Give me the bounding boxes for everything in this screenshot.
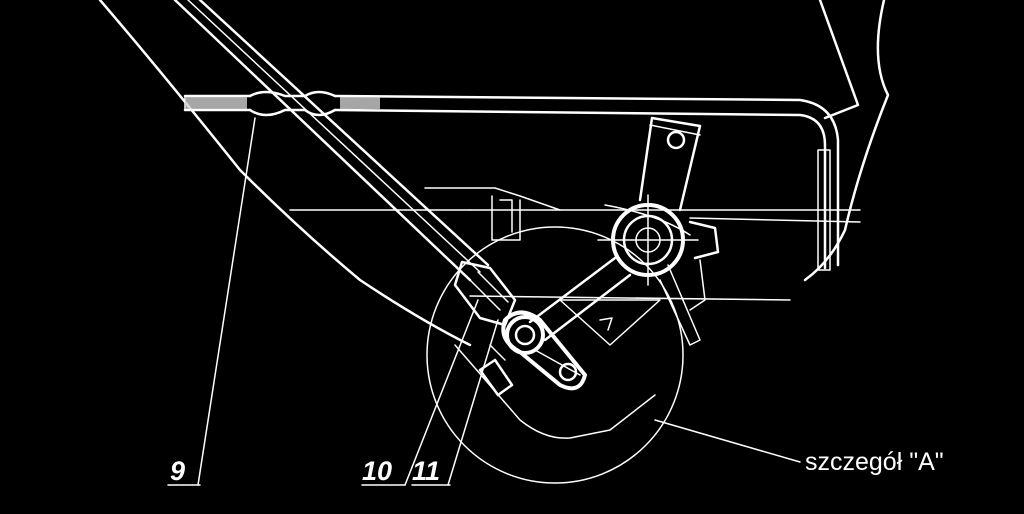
callout-11: 11 (412, 456, 440, 486)
leader-lines (167, 117, 499, 486)
pivot-hub (597, 194, 720, 346)
adjusting-nut (453, 260, 517, 327)
lower-bolt (478, 344, 514, 397)
frame-plate (183, 90, 861, 301)
diagonal-rod (173, 0, 490, 282)
leader-10 (404, 299, 479, 486)
detail-circle-a (426, 226, 801, 484)
detail-a-label: szczegół "A" (805, 448, 944, 476)
leader-11 (447, 319, 499, 486)
callout-10: 10 (362, 456, 392, 486)
leader-9 (197, 117, 256, 486)
upper-arm (638, 116, 702, 212)
callout-9: 9 (170, 456, 185, 486)
slotted-link (501, 310, 587, 391)
linkage-bars (528, 256, 661, 346)
body-outline (98, 0, 890, 347)
mechanism-housing (424, 187, 691, 241)
